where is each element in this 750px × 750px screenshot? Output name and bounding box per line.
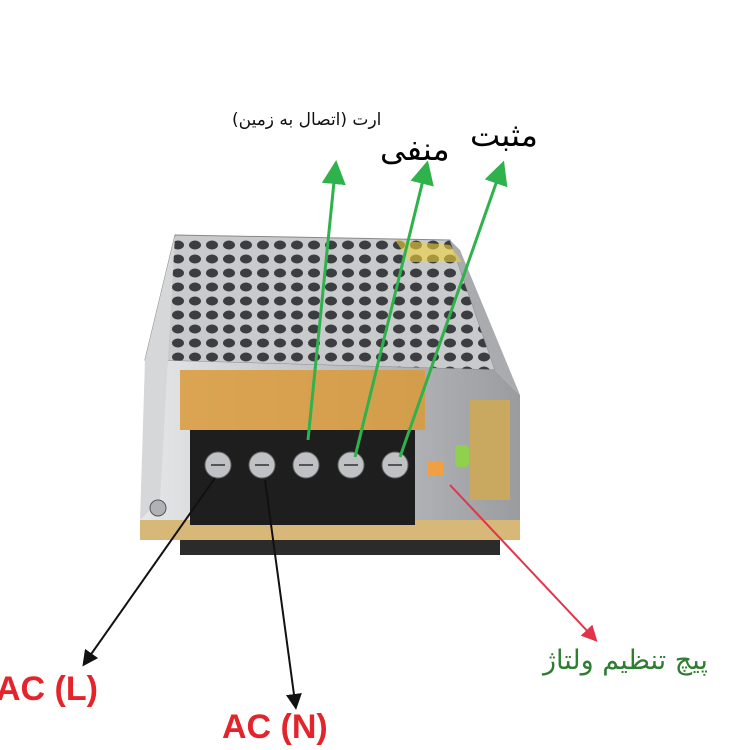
ac-n-label: AC (N) [222, 708, 328, 746]
earth-label: ارت (اتصال به زمین) [232, 110, 382, 130]
negative-arrow [353, 160, 434, 458]
voltage-adjust-label: پیچ تنظیم ولتاژ [543, 645, 708, 676]
led-indicator [455, 445, 469, 467]
voltage-adjust-arrow [449, 484, 598, 642]
voltage-adjust-pot [428, 462, 444, 476]
mounting-screw [149, 499, 167, 517]
annotation-arrows [82, 160, 598, 710]
positive-label: مثبت [470, 116, 538, 154]
ac-l-arrow [82, 477, 216, 667]
terminal-block [190, 430, 415, 525]
insulation-sheet [180, 370, 425, 430]
ac-n-arrow [264, 479, 302, 710]
negative-label: منفی [380, 130, 450, 168]
earth-arrow [306, 160, 346, 441]
ac-l-label: AC (L) [0, 670, 98, 708]
positive-arrow [398, 160, 508, 458]
